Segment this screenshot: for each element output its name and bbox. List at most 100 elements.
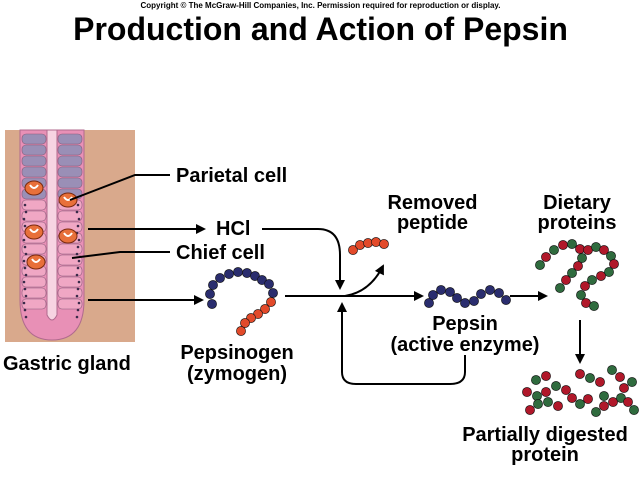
pepsin-line1: Pepsin	[432, 313, 498, 335]
gland-nucleus	[77, 301, 81, 305]
gland-lumen	[46, 129, 58, 321]
gland-cell	[57, 155, 83, 167]
gland-cell	[57, 133, 83, 145]
digested-bead	[531, 375, 541, 385]
gastric-gland-illustration	[5, 129, 135, 342]
parietal-cell-label: Parietal cell	[176, 165, 288, 187]
gland-nucleus	[77, 238, 81, 242]
gland-cell	[57, 276, 83, 288]
gland-nucleus	[75, 252, 79, 256]
pepsin-bead	[452, 293, 462, 303]
pepsin-bead	[501, 295, 511, 305]
gland-nucleus	[24, 315, 28, 319]
dietary-bead	[567, 239, 577, 249]
gland-nucleus	[23, 224, 27, 228]
digested-bead	[522, 387, 532, 397]
dietary-proteins-line2: proteins	[537, 212, 617, 234]
gland-cell	[21, 166, 47, 178]
pepsinogen-bead	[264, 279, 274, 289]
gland-nucleus	[24, 294, 28, 298]
gland-nucleus	[23, 245, 27, 249]
digested-bead	[585, 373, 595, 383]
digested-bead	[575, 369, 585, 379]
digested-bead	[561, 385, 571, 395]
dietary-bead	[573, 261, 583, 271]
dietary-bead	[567, 268, 577, 278]
gastric-gland-label: Gastric gland	[3, 353, 131, 375]
gland-nucleus	[23, 308, 27, 312]
digested-bead	[541, 371, 551, 381]
removed-peptide-line2: peptide	[396, 212, 469, 234]
dietary-bead	[596, 271, 606, 281]
dietary-bead	[555, 283, 565, 293]
digested-bead	[541, 387, 551, 397]
parietal-cell-leader	[69, 174, 170, 201]
gland-cell	[21, 199, 47, 211]
gland-cell	[21, 210, 47, 222]
gland-cell	[21, 144, 47, 156]
digested-bead	[623, 397, 633, 407]
chief-cell-label: Chief cell	[176, 242, 265, 264]
pepsin-bead	[436, 285, 446, 295]
pepsinogen-bead	[205, 289, 215, 299]
pepsin-label: Pepsin (active enzyme)	[370, 314, 560, 356]
gland-nucleus	[76, 287, 80, 291]
pepsinogen-bead	[260, 304, 270, 314]
digested-bead	[595, 377, 605, 387]
gland-nucleus	[24, 210, 28, 214]
dietary-bead	[577, 253, 587, 263]
removed-peptide-arrow	[344, 264, 384, 297]
dietary-bead	[558, 240, 568, 250]
pepsinogen-bead	[215, 273, 225, 283]
gland-cell	[57, 177, 83, 189]
digested-bead	[533, 399, 543, 409]
gland-nucleus	[23, 266, 27, 270]
copyright-notice: Copyright © The McGraw-Hill Companies, I…	[140, 1, 501, 10]
pepsin-bead	[460, 298, 470, 308]
pepsinogen-line2: (zymogen)	[187, 363, 287, 385]
dietary-bead	[549, 245, 559, 255]
gland-nucleus	[75, 315, 79, 319]
pepsin-line2: (active enzyme)	[390, 334, 540, 356]
digested-bead	[619, 383, 629, 393]
gland-nucleus	[24, 273, 28, 277]
gland-cell	[21, 287, 47, 299]
gland-nucleus	[77, 217, 81, 221]
digested-bead	[575, 399, 585, 409]
gland-cells	[21, 133, 83, 310]
dietary-proteins-label: Dietary proteins	[522, 193, 632, 233]
partially-digested-label: Partially digested protein	[452, 425, 638, 465]
pepsin-bead	[445, 287, 455, 297]
gland-nucleus	[22, 259, 26, 263]
peptide-bead	[355, 240, 365, 250]
gland-cell	[57, 298, 83, 310]
pepsinogen-line1: Pepsinogen	[180, 342, 294, 364]
pepsinogen-bead	[240, 318, 250, 328]
gland-nucleus	[76, 224, 80, 228]
peptide-bead	[379, 239, 389, 249]
gland-cell	[21, 133, 47, 145]
protein-beads	[205, 237, 639, 417]
gland-nucleus	[75, 210, 79, 214]
gland-nucleus	[23, 203, 27, 207]
peptide-bead	[371, 237, 381, 247]
digested-bead	[599, 401, 609, 411]
partially-digested-line1: Partially digested	[462, 424, 628, 446]
pepsinogen-label: Pepsinogen (zymogen)	[162, 343, 312, 385]
pepsinogen-bead	[268, 288, 278, 298]
digested-bead	[551, 381, 561, 391]
dietary-bead	[599, 245, 609, 255]
pepsinogen-bead	[207, 299, 217, 309]
dietary-bead	[580, 281, 590, 291]
gland-cell	[57, 166, 83, 178]
peptide-bead	[348, 245, 358, 255]
gland-nucleus	[77, 280, 81, 284]
digested-bead	[615, 372, 625, 382]
gland-cell	[57, 144, 83, 156]
gland-nucleus	[22, 217, 26, 221]
digested-bead	[525, 405, 535, 415]
digested-bead	[608, 397, 618, 407]
pepsin-bead	[494, 288, 504, 298]
